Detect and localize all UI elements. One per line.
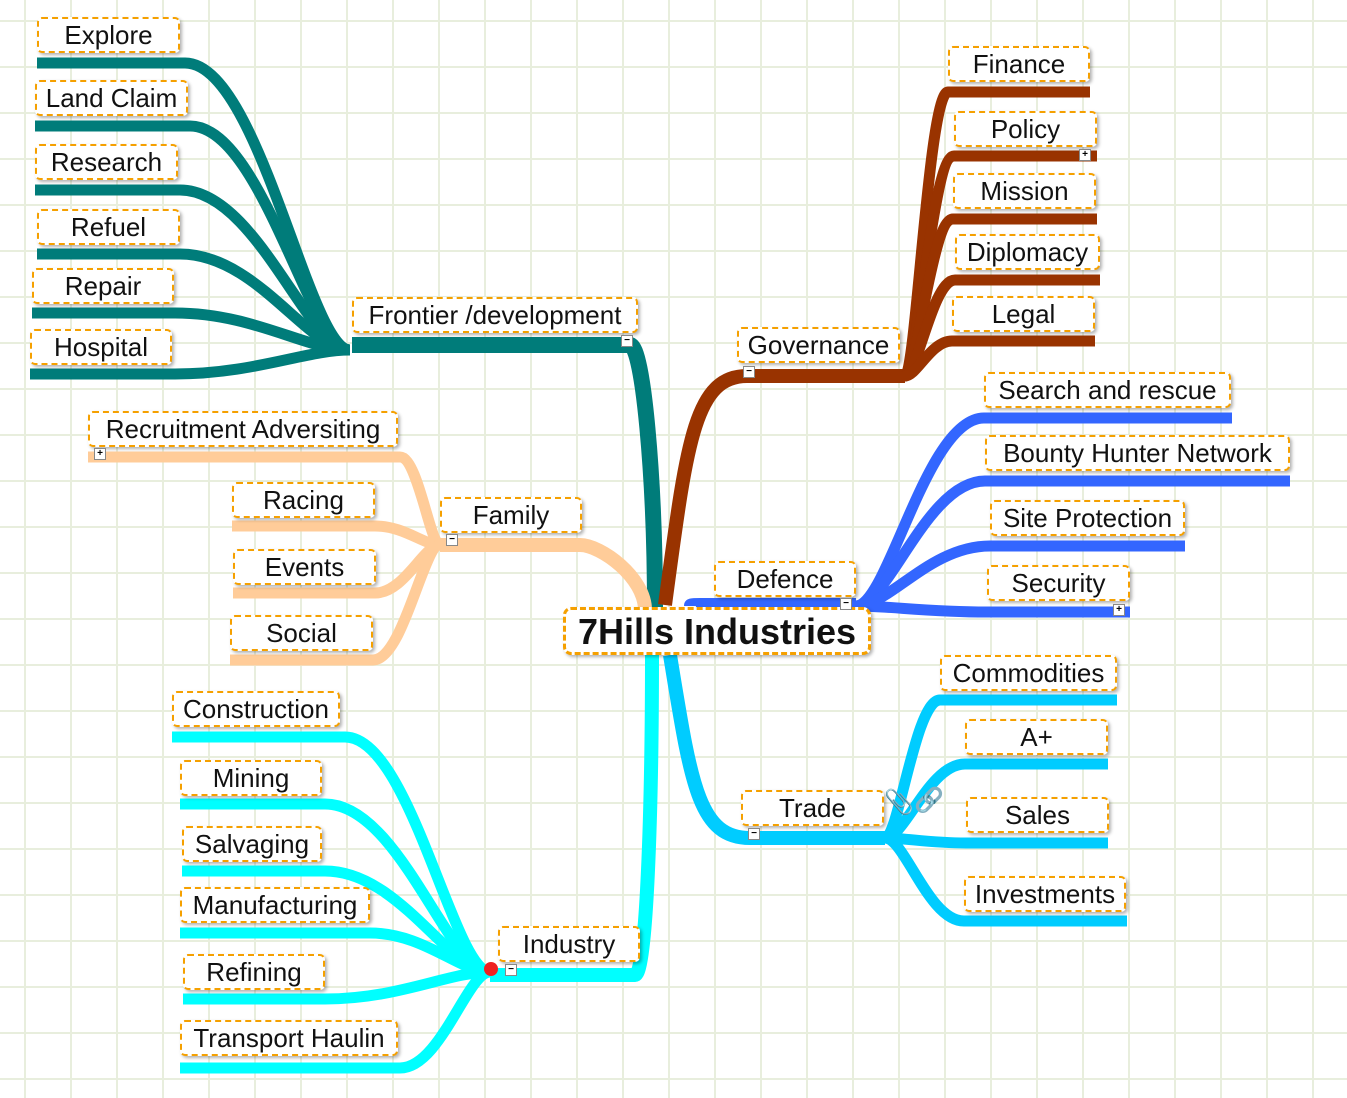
trade-collapse-toggle[interactable]: −	[748, 828, 760, 840]
subtopic-defence-3[interactable]: Security	[987, 565, 1130, 601]
central-topic[interactable]: 7Hills Industries	[563, 607, 871, 655]
subtopic-industry-1[interactable]: Mining	[180, 760, 322, 796]
subtopic-frontier-2[interactable]: Research	[35, 144, 178, 180]
subtopic-governance-1[interactable]: Policy	[954, 111, 1097, 147]
subtopic-family-0[interactable]: Recruitment Adversiting	[88, 411, 398, 447]
subtopic-frontier-3[interactable]: Refuel	[37, 209, 180, 245]
topic-frontier[interactable]: Frontier /development	[352, 297, 638, 333]
trade-child-connector	[884, 832, 1108, 849]
family-main-branch	[440, 538, 652, 611]
subtopic-frontier-4[interactable]: Repair	[32, 268, 174, 304]
governance-child-connector	[903, 335, 1095, 382]
subtopic-defence-1[interactable]: Bounty Hunter Network	[985, 435, 1290, 471]
frontier-collapse-toggle[interactable]: −	[621, 335, 633, 347]
subtopic-industry-0[interactable]: Construction	[172, 691, 340, 727]
subtopic-industry-5[interactable]: Transport Haulin	[180, 1020, 398, 1056]
trade-main-branch	[663, 653, 885, 845]
attachment-icon[interactable]: 📎	[884, 789, 914, 816]
subtopic-family-3[interactable]: Social	[230, 615, 373, 651]
subtopic-expand-toggle[interactable]: +	[1113, 604, 1125, 616]
subtopic-trade-3[interactable]: Investments	[964, 876, 1126, 912]
subtopic-family-2[interactable]: Events	[233, 549, 376, 585]
frontier-child-connector	[30, 344, 351, 380]
governance-collapse-toggle[interactable]: −	[743, 366, 755, 378]
subtopic-governance-2[interactable]: Mission	[953, 173, 1096, 209]
defence-collapse-toggle[interactable]: −	[840, 598, 852, 610]
topic-family[interactable]: Family	[440, 497, 582, 533]
subtopic-family-1[interactable]: Racing	[232, 482, 375, 518]
topic-trade[interactable]: Trade	[741, 790, 884, 826]
link-icon[interactable]: 🔗	[914, 787, 944, 814]
subtopic-industry-3[interactable]: Manufacturing	[180, 887, 370, 923]
family-collapse-toggle[interactable]: −	[446, 534, 458, 546]
industry-child-connector	[183, 966, 491, 1005]
subtopic-defence-0[interactable]: Search and rescue	[984, 372, 1231, 408]
subtopic-frontier-0[interactable]: Explore	[37, 17, 180, 53]
defence-child-connector	[855, 600, 1130, 618]
topic-defence[interactable]: Defence	[714, 561, 856, 597]
industry-child-connector	[180, 966, 492, 1074]
industry-main-branch	[490, 654, 659, 982]
industry-collapse-toggle[interactable]: −	[505, 964, 517, 976]
trade-child-connector	[883, 832, 1127, 927]
governance-main-branch	[658, 369, 905, 606]
defence-main-branch	[684, 598, 856, 611]
subtopic-governance-3[interactable]: Diplomacy	[955, 234, 1100, 270]
subtopic-governance-0[interactable]: Finance	[948, 46, 1090, 82]
subtopic-frontier-5[interactable]: Hospital	[30, 329, 172, 365]
frontier-main-branch	[352, 337, 663, 611]
subtopic-governance-4[interactable]: Legal	[952, 296, 1095, 332]
family-child-connector	[230, 539, 443, 666]
topic-governance[interactable]: Governance	[737, 327, 900, 363]
subtopic-trade-2[interactable]: Sales	[966, 797, 1109, 833]
subtopic-trade-0[interactable]: Commodities	[940, 655, 1117, 691]
subtopic-trade-1[interactable]: A+	[965, 719, 1108, 755]
subtopic-expand-toggle[interactable]: +	[94, 448, 106, 460]
subtopic-frontier-1[interactable]: Land Claim	[35, 80, 188, 116]
subtopic-industry-2[interactable]: Salvaging	[182, 826, 322, 862]
family-child-connector	[232, 520, 441, 551]
topic-industry[interactable]: Industry	[498, 926, 640, 962]
subtopic-defence-2[interactable]: Site Protection	[990, 500, 1185, 536]
subtopic-expand-toggle[interactable]: +	[1079, 149, 1091, 161]
subtopic-industry-4[interactable]: Refining	[183, 954, 325, 990]
marker-dot	[484, 962, 498, 976]
